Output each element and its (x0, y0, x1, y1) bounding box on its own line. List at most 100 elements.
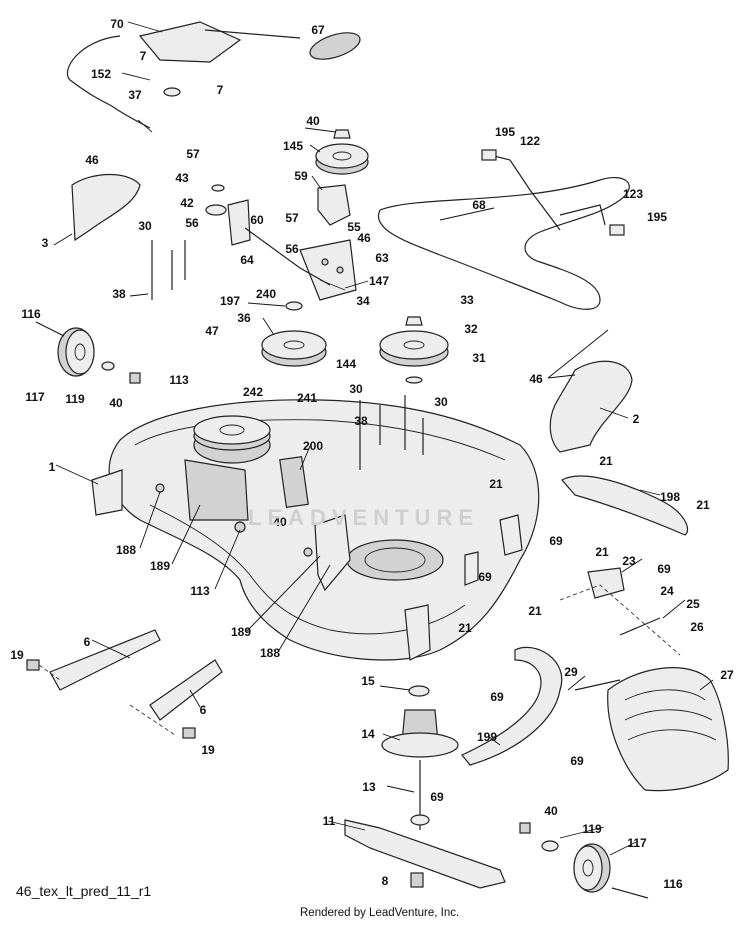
callout-23: 23 (622, 554, 636, 568)
mower-blade (344, 819, 506, 889)
callout-30: 30 (434, 395, 448, 409)
callout-8: 8 (382, 874, 389, 888)
spring-24 (619, 617, 661, 636)
callout-69: 69 (549, 534, 563, 548)
idler-pulley-145 (315, 129, 369, 175)
callout-40: 40 (306, 114, 320, 128)
callout-116: 116 (21, 307, 41, 321)
callout-21: 21 (599, 454, 613, 468)
callout-13: 13 (362, 780, 376, 794)
gauge-wheel-rear (519, 822, 649, 899)
callout-67: 67 (311, 23, 325, 37)
callout-122: 122 (520, 134, 540, 148)
callout-57: 57 (186, 147, 200, 161)
callout-188: 188 (260, 646, 280, 660)
belt-cover-3 (71, 173, 141, 242)
callout-11: 11 (323, 814, 336, 828)
callout-55: 55 (347, 220, 361, 234)
callout-145: 145 (283, 139, 303, 153)
mower-deck-housing (91, 399, 540, 661)
callout-38: 38 (354, 414, 368, 428)
watermark: LEADVENTURE (248, 505, 480, 530)
deck-pulley-left (193, 415, 271, 451)
blade-bolt (410, 872, 424, 888)
callout-199: 199 (477, 730, 497, 744)
callout-21: 21 (458, 621, 472, 635)
callout-57: 57 (285, 211, 299, 225)
callout-113: 113 (190, 584, 210, 598)
callout-21: 21 (489, 477, 503, 491)
callout-33: 33 (460, 293, 474, 307)
callout-64: 64 (240, 253, 254, 267)
diagram-id-label: 46_tex_lt_pred_11_r1 (16, 883, 152, 899)
callout-2: 2 (633, 412, 640, 426)
callout-24: 24 (660, 584, 674, 598)
discharge-chute (607, 667, 729, 792)
callout-70: 70 (110, 17, 124, 31)
callout-240: 240 (256, 287, 276, 301)
callout-69: 69 (478, 570, 492, 584)
bracket-60 (205, 184, 346, 291)
callout-144: 144 (336, 357, 356, 371)
callout-60: 60 (250, 213, 264, 227)
callout-21: 21 (595, 545, 609, 559)
callout-40: 40 (109, 396, 123, 410)
callout-195: 195 (647, 210, 667, 224)
callout-56: 56 (285, 242, 299, 256)
chute-rod-198 (561, 475, 689, 536)
callout-241: 241 (297, 391, 317, 405)
callout-63: 63 (375, 251, 389, 265)
callout-59: 59 (294, 169, 308, 183)
callout-7: 7 (140, 49, 147, 63)
callout-37: 37 (128, 88, 142, 102)
pulley-32 (379, 316, 449, 384)
callout-26: 26 (690, 620, 704, 634)
callout-152: 152 (91, 67, 111, 81)
callout-195: 195 (495, 125, 515, 139)
rod-29 (574, 679, 621, 691)
callout-116: 116 (663, 877, 683, 891)
callout-32: 32 (464, 322, 478, 336)
callout-34: 34 (356, 294, 370, 308)
chute-arm-199 (461, 646, 563, 766)
callout-leaders (53, 21, 714, 856)
belt-guide-arm (481, 149, 625, 236)
callout-27: 27 (720, 668, 734, 682)
gauge-wheel-front (35, 321, 141, 384)
callout-46: 46 (357, 231, 371, 245)
callout-36: 36 (237, 311, 251, 325)
drive-belt (377, 176, 630, 310)
callout-1: 1 (49, 460, 56, 474)
idler-bracket (299, 184, 357, 301)
callout-68: 68 (472, 198, 486, 212)
baffle-bracket-right (129, 659, 223, 739)
callout-30: 30 (138, 219, 152, 233)
callout-19: 19 (10, 648, 24, 662)
callout-113: 113 (169, 373, 189, 387)
callout-117: 117 (627, 836, 647, 850)
callout-46: 46 (529, 372, 543, 386)
callout-117: 117 (25, 390, 45, 404)
clutch-linkage (66, 21, 361, 133)
callout-30: 30 (349, 382, 363, 396)
callout-43: 43 (175, 171, 189, 185)
callout-197: 197 (220, 294, 240, 308)
callout-21: 21 (528, 604, 542, 618)
callout-147: 147 (369, 274, 389, 288)
callout-69: 69 (490, 690, 504, 704)
callout-198: 198 (660, 490, 680, 504)
spring-bracket-23 (587, 567, 625, 599)
callout-46: 46 (85, 153, 99, 167)
hanger-rods (151, 240, 424, 470)
belt-cover-2 (549, 360, 633, 453)
callout-42: 42 (180, 196, 194, 210)
callout-200: 200 (303, 439, 323, 453)
callout-69: 69 (430, 790, 444, 804)
callout-40: 40 (273, 515, 287, 529)
callout-31: 31 (472, 351, 486, 365)
callout-38: 38 (112, 287, 126, 301)
callout-29: 29 (564, 665, 578, 679)
callout-40: 40 (544, 804, 558, 818)
